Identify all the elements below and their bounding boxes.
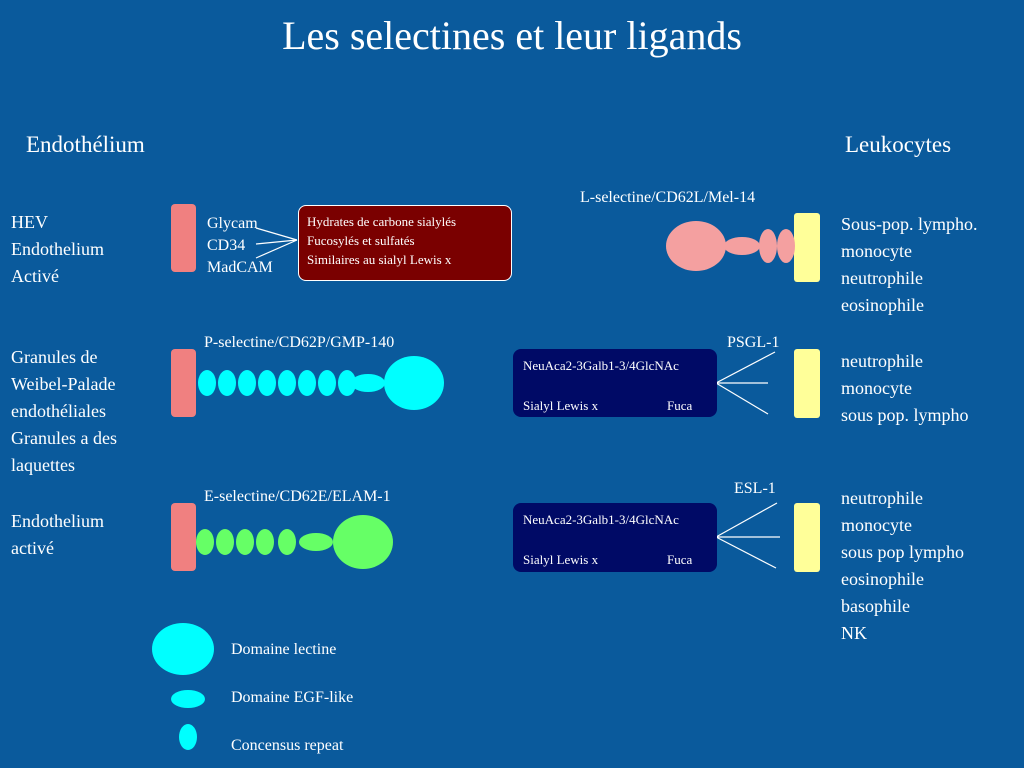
connector-line xyxy=(255,239,298,259)
p-selectin-repeat xyxy=(298,370,316,396)
label-line: activé xyxy=(11,538,54,558)
cell-type: eosinophile xyxy=(841,569,924,589)
l-selectin-repeat-2 xyxy=(777,229,795,263)
carb-line: Similaires au sialyl Lewis x xyxy=(307,252,452,267)
heading-endothelium: Endothélium xyxy=(26,132,145,157)
label-line: Endothelium xyxy=(11,511,104,531)
legend-lectin-label: Domaine lectine xyxy=(231,641,337,658)
legend-egf-shape xyxy=(171,690,205,708)
carb-line: Hydrates de carbone sialylés xyxy=(307,214,457,229)
cell-type: monocyte xyxy=(841,515,912,535)
heading-leukocytes: Leukocytes xyxy=(845,132,952,157)
ligand-box-line2a: Sialyl Lewis x xyxy=(523,552,599,567)
cell-type: neutrophile xyxy=(841,488,923,508)
ligand-item: Glycam xyxy=(207,215,258,232)
label-endothelium-active: Endothelium activé xyxy=(11,508,104,562)
e-selectin-repeat xyxy=(196,529,214,555)
cells-row3: neutrophile monocyte sous pop lympho eos… xyxy=(841,485,964,647)
p-selectin-repeat xyxy=(198,370,216,396)
legend-repeat-shape xyxy=(179,724,197,750)
label-line: Endothelium xyxy=(11,239,104,259)
l-selectin-lectin xyxy=(666,221,726,271)
label-line: Granules de xyxy=(11,347,98,367)
cell-type: eosinophile xyxy=(841,295,924,315)
p-selectin-repeat xyxy=(338,370,356,396)
ligand-box-row3: NeuAca2-3Galb1-3/4GlcNAc Sialyl Lewis x … xyxy=(513,503,717,572)
carb-line: Fucosylés et sulfatés xyxy=(307,233,415,248)
legend-egf-label: Domaine EGF-like xyxy=(231,689,354,706)
e-selectin-repeat xyxy=(278,529,296,555)
e-selectin-egf xyxy=(299,533,333,551)
l-selectin-label: L-selectine/CD62L/Mel-14 xyxy=(580,189,756,206)
cell-type: sous pop lympho xyxy=(841,542,965,562)
legend-lectin-shape xyxy=(152,623,214,675)
p-selectin-repeat xyxy=(238,370,256,396)
label-line: Weibel-Palade xyxy=(11,374,116,394)
label-line: Granules a des xyxy=(11,428,117,448)
connector-line xyxy=(255,239,298,245)
ligand-box-line2b: Fuca xyxy=(667,552,693,567)
e-selectin-repeat xyxy=(236,529,254,555)
ligand-item: CD34 xyxy=(207,237,246,254)
e-selectin-repeat xyxy=(216,529,234,555)
l-selectin-egf xyxy=(724,237,760,255)
connector-line xyxy=(255,227,298,241)
leukocyte-bar-1 xyxy=(794,213,820,282)
ligand-branch xyxy=(715,536,777,569)
e-selectin-label: E-selectine/CD62E/ELAM-1 xyxy=(204,488,391,505)
p-selectin-label: P-selectine/CD62P/GMP-140 xyxy=(204,334,395,351)
ligand-box-line1: NeuAca2-3Galb1-3/4GlcNAc xyxy=(523,512,679,527)
cell-type: neutrophile xyxy=(841,268,923,288)
p-selectin-egf xyxy=(351,374,385,392)
e-selectin-lectin xyxy=(333,515,393,569)
p-selectin-repeat xyxy=(278,370,296,396)
ligand-box-line2b: Fuca xyxy=(667,398,693,413)
label-line: HEV xyxy=(11,212,48,232)
endothelium-bar-1 xyxy=(171,204,196,272)
ligand-branch xyxy=(715,351,776,384)
p-selectin-repeat xyxy=(318,370,336,396)
cell-type: monocyte xyxy=(841,378,912,398)
l-selectin-repeat-1 xyxy=(759,229,777,263)
legend-repeat-label: Concensus repeat xyxy=(231,737,344,754)
leukocyte-bar-2 xyxy=(794,349,820,418)
p-selectin-lectin xyxy=(384,356,444,410)
ligand-item: MadCAM xyxy=(207,259,273,276)
ligand-branch xyxy=(715,502,778,538)
ligand-list-row1: Glycam CD34 MadCAM xyxy=(207,213,273,279)
label-hev: HEV Endothelium Activé xyxy=(11,209,104,290)
label-weibel-palade: Granules de Weibel-Palade endothéliales … xyxy=(11,344,117,479)
cell-type: neutrophile xyxy=(841,351,923,371)
cells-row2: neutrophile monocyte sous pop. lympho xyxy=(841,348,969,429)
ligand-box-row2: NeuAca2-3Galb1-3/4GlcNAc Sialyl Lewis x … xyxy=(513,349,717,417)
esl1-label: ESL-1 xyxy=(734,480,776,497)
cell-type: Sous-pop. lympho. xyxy=(841,214,978,234)
carbohydrate-box: Hydrates de carbone sialylés Fucosylés e… xyxy=(298,205,512,281)
ligand-box-line1: NeuAca2-3Galb1-3/4GlcNAc xyxy=(523,358,679,373)
page-title: Les selectines et leur ligands xyxy=(282,13,742,58)
ligand-box-line2a: Sialyl Lewis x xyxy=(523,398,599,413)
cells-row1: Sous-pop. lympho. monocyte neutrophile e… xyxy=(841,211,978,319)
endothelium-bar-2 xyxy=(171,349,196,417)
e-selectin-repeat xyxy=(256,529,274,555)
label-line: Activé xyxy=(11,266,59,286)
cell-type: NK xyxy=(841,623,867,643)
cell-type: monocyte xyxy=(841,241,912,261)
label-line: endothéliales xyxy=(11,401,106,421)
p-selectin-repeat xyxy=(218,370,236,396)
psgl1-label: PSGL-1 xyxy=(727,334,780,351)
cell-type: basophile xyxy=(841,596,910,616)
cell-type: sous pop. lympho xyxy=(841,405,969,425)
label-line: laquettes xyxy=(11,455,75,475)
endothelium-bar-3 xyxy=(171,503,196,571)
leukocyte-bar-3 xyxy=(794,503,820,572)
ligand-branch xyxy=(715,382,769,415)
p-selectin-repeat xyxy=(258,370,276,396)
